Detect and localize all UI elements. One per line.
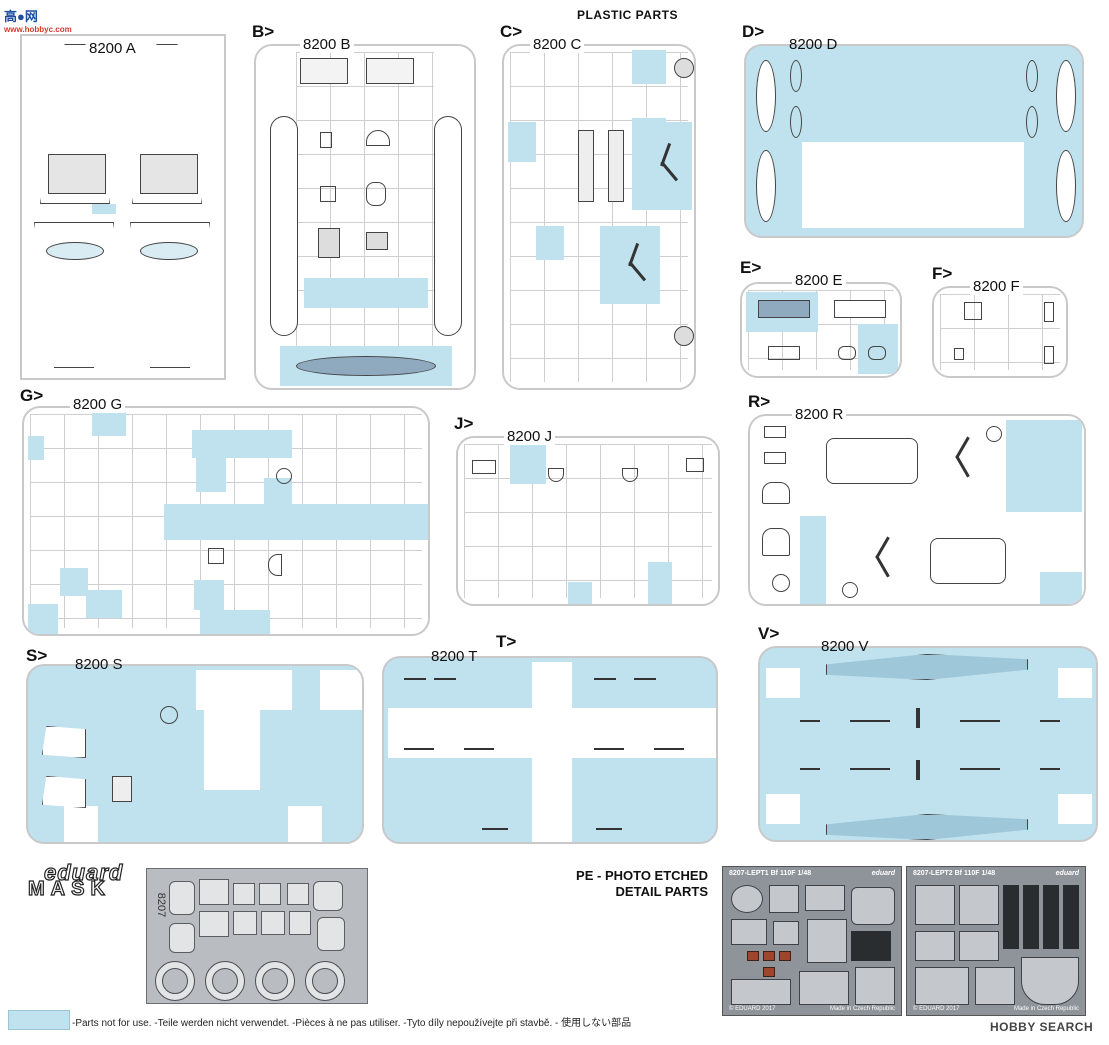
sprue-r (748, 414, 1086, 606)
mask-code: 8207 (155, 892, 168, 918)
fuselage-half-right (434, 116, 462, 336)
sprue-g-label: 8200 G (70, 396, 126, 413)
pe-fret-2-title: 8207-LEPT2 Bf 110F 1/48 (913, 870, 996, 877)
eduard-logo: eduard (43, 859, 124, 885)
pe-fret-1-title: 8207-LEPT1 Bf 110F 1/48 (729, 870, 812, 877)
not-for-use-legend: -Parts not for use. -Teile werden nicht … (72, 1018, 632, 1029)
sprue-b (254, 44, 476, 390)
sprue-s-letter: S> (26, 646, 48, 665)
sprue-e-label: 8200 E (792, 272, 846, 289)
sprue-f-letter: F> (932, 264, 953, 283)
hobby-search-watermark: HOBBY SEARCH (990, 1020, 1094, 1034)
fuselage-half-upper (826, 654, 1028, 680)
pe-fret-1-copyright: © EDUARD 2017 (729, 1006, 776, 1012)
pe-heading-line1: PE - PHOTO ETCHED (576, 868, 708, 883)
mask-sheet: 8207 (146, 868, 368, 1004)
propeller-c2 (608, 242, 652, 286)
sprue-e (740, 282, 902, 378)
sprue-t-label: 8200 T (431, 648, 478, 665)
pe-fret-1-made: Made in Czech Republic (829, 1006, 895, 1012)
sprue-s-label: 8200 S (75, 656, 123, 673)
sprue-t-letter: T> (496, 632, 517, 651)
sprue-d-letter: D> (742, 22, 765, 41)
engine-nacelle-left (48, 154, 106, 194)
sprue-d[interactable] (744, 44, 1084, 238)
propeller-c1 (640, 142, 684, 186)
fuselage-half-lower (826, 814, 1028, 840)
sprue-f-label: 8200 F (970, 278, 1023, 295)
sprue-b-letter: B> (252, 22, 275, 41)
pe-fret-2-made: Made in Czech Republic (1013, 1006, 1079, 1012)
sprue-a: 8200 A (20, 34, 226, 380)
sprue-v[interactable] (758, 646, 1098, 842)
nacelle-fairing-left (46, 242, 104, 260)
propeller-r1 (934, 434, 980, 480)
sprue-r-label: 8200 R (792, 406, 847, 423)
sprue-j-letter: J> (454, 414, 474, 433)
sprue-v-label: 8200 V (821, 638, 869, 655)
sprue-v-letter: V> (758, 624, 780, 643)
sprue-c-label: 8200 C (530, 36, 585, 53)
propeller-r2 (854, 534, 900, 580)
sprue-d-label: 8200 D (789, 36, 838, 53)
fuselage-part (296, 356, 436, 376)
pe-fret-1: 8207-LEPT1 Bf 110F 1/48 eduard © EDUARD … (722, 866, 902, 1016)
not-for-use-swatch (8, 1010, 70, 1030)
nacelle-r1 (826, 438, 918, 484)
watermark-main: 高●网 (4, 9, 38, 24)
fuselage-half-left (270, 116, 298, 336)
sprue-e-letter: E> (740, 258, 762, 277)
sprue-f (932, 286, 1068, 378)
watermark-logo: 高●网 www.hobbyc.com (4, 6, 72, 34)
pe-heading: PE - PHOTO ETCHED DETAIL PARTS (560, 868, 708, 900)
engine-nacelle-right (140, 154, 198, 194)
pe-fret-1-brand: eduard (871, 870, 895, 877)
mask-logo: MASK (27, 877, 111, 900)
pe-heading-line2: DETAIL PARTS (615, 884, 708, 899)
pe-fret-2-copyright: © EDUARD 2017 (913, 1006, 960, 1012)
sprue-t[interactable] (382, 656, 718, 844)
sprue-j-label: 8200 J (504, 428, 556, 445)
sprue-a-label: 8200 A (86, 40, 139, 57)
sprue-r-letter: R> (748, 392, 771, 411)
plastic-parts-heading: PLASTIC PARTS (577, 8, 678, 22)
sprue-s[interactable] (26, 664, 364, 844)
sprue-g-letter: G> (20, 386, 44, 405)
sprue-c (502, 44, 696, 390)
pe-fret-2-brand: eduard (1055, 870, 1079, 877)
sprue-g (22, 406, 430, 636)
sprue-c-letter: C> (500, 22, 523, 41)
sprue-j (456, 436, 720, 606)
watermark-sub: www.hobbyc.com (4, 25, 72, 34)
sprue-b-label: 8200 B (300, 36, 354, 53)
nacelle-r2 (930, 538, 1006, 584)
nacelle-fairing-right (140, 242, 198, 260)
pe-fret-2: 8207-LEPT2 Bf 110F 1/48 eduard © EDUARD … (906, 866, 1086, 1016)
